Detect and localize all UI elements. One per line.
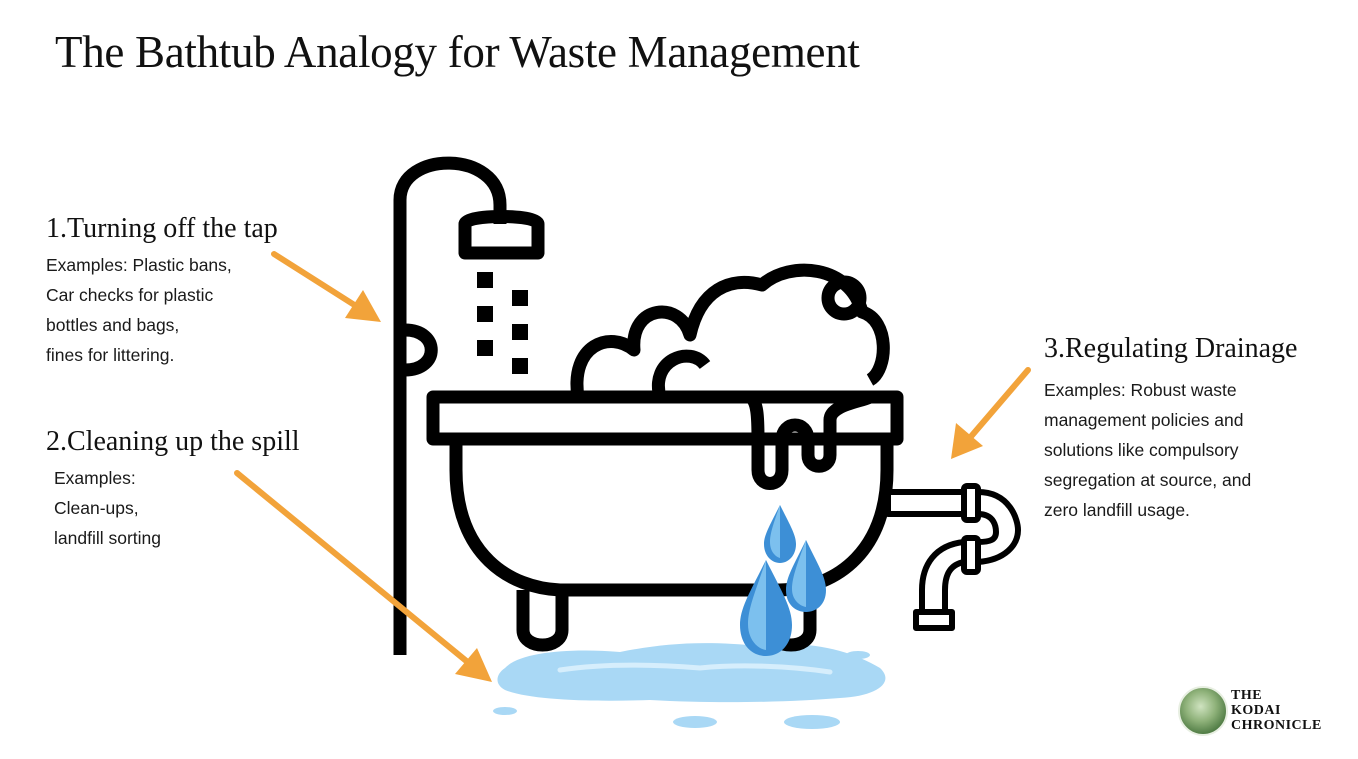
logo-wordmark: THE KODAI CHRONICLE (1231, 688, 1322, 733)
logo-line: CHRONICLE (1231, 718, 1322, 733)
arrow-icon (951, 370, 1028, 459)
arrow-icon (274, 254, 381, 322)
bathtub-icon (433, 270, 897, 645)
water-puddle-icon (493, 643, 885, 729)
bubble-icon (828, 282, 860, 314)
logo-line: KODAI (1231, 703, 1322, 718)
logo-line: THE (1231, 688, 1322, 703)
shower-water-icon (477, 272, 528, 374)
logo-emblem-icon (1178, 686, 1228, 736)
kodai-chronicle-logo: THE KODAI CHRONICLE (1178, 686, 1348, 738)
drain-pipe-icon (888, 486, 1018, 628)
